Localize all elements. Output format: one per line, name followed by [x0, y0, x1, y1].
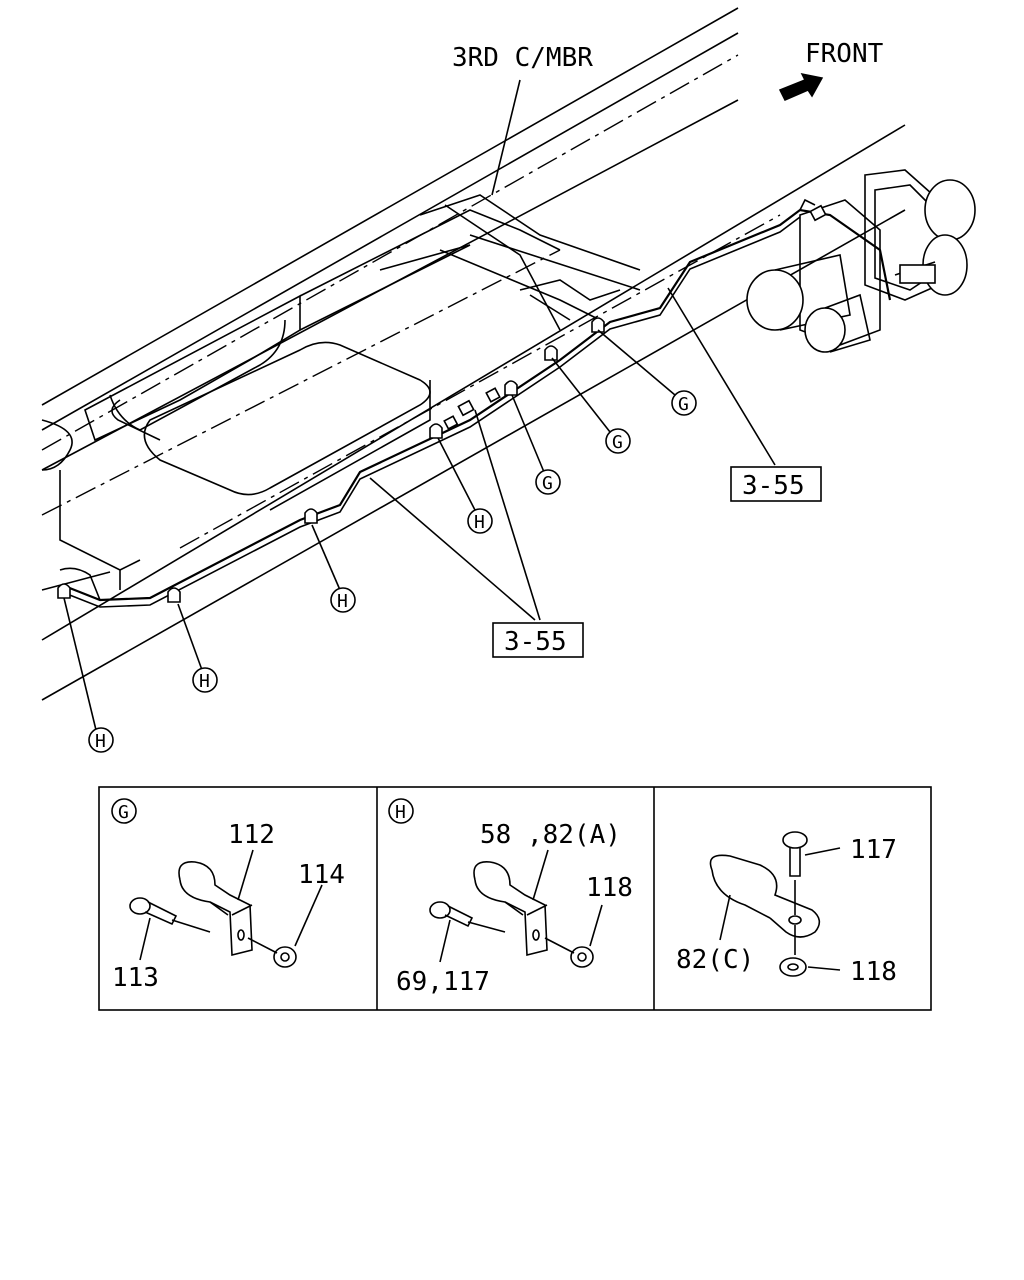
- front-label: FRONT: [805, 39, 884, 69]
- svg-text:58 ,82(A): 58 ,82(A): [480, 820, 621, 850]
- svg-text:G: G: [542, 473, 553, 494]
- svg-text:114: 114: [298, 860, 345, 890]
- svg-text:G: G: [118, 802, 129, 823]
- callout-h: H: [467, 508, 493, 534]
- svg-text:117: 117: [850, 835, 897, 865]
- svg-text:H: H: [95, 731, 106, 752]
- svg-text:118: 118: [850, 957, 897, 987]
- callout-h: H: [192, 667, 218, 693]
- callout-h: H: [330, 587, 356, 613]
- nut-118: [544, 937, 594, 968]
- front-arrow-icon: [778, 72, 824, 101]
- third-crossmember-label: 3RD C/MBR: [452, 43, 593, 73]
- svg-text:G: G: [678, 394, 689, 415]
- clip-82c: [709, 854, 821, 938]
- svg-text:82(C): 82(C): [676, 945, 754, 975]
- bolt-117: [782, 831, 808, 915]
- leader-lines: [63, 79, 776, 731]
- detail-panels: [98, 786, 932, 1011]
- svg-text:G: G: [612, 432, 623, 453]
- detail-panel-h: H 58 ,82(A) 118 69,117: [388, 798, 633, 997]
- callout-h: H: [88, 727, 114, 753]
- svg-text:H: H: [199, 671, 210, 692]
- svg-text:113: 113: [112, 963, 159, 993]
- reference-box-bottom: 3-55: [492, 622, 584, 658]
- svg-text:H: H: [395, 802, 406, 823]
- chassis-frame: [41, 7, 976, 701]
- svg-text:H: H: [474, 512, 485, 533]
- svg-text:69,117: 69,117: [396, 967, 490, 997]
- clip-58-82a: [473, 861, 548, 957]
- bolt-69-117: [429, 901, 506, 933]
- detail-panel-c: 117 82(C) 118: [676, 831, 897, 987]
- svg-text:3-55: 3-55: [504, 627, 567, 657]
- reference-box-top: 3-55: [730, 466, 822, 502]
- bolt-113: [129, 897, 211, 933]
- clip-112: [178, 861, 253, 957]
- detail-panel-g: G 112 114 113: [111, 798, 345, 993]
- pipe-clips: [57, 204, 827, 603]
- nut-114: [247, 937, 297, 968]
- svg-text:3-55: 3-55: [742, 471, 805, 501]
- svg-text:112: 112: [228, 820, 275, 850]
- nut-118-c: [779, 925, 807, 977]
- callout-g: G: [671, 390, 697, 416]
- callout-g: G: [605, 428, 631, 454]
- svg-text:H: H: [337, 591, 348, 612]
- callout-g: G: [535, 469, 561, 495]
- svg-text:118: 118: [586, 873, 633, 903]
